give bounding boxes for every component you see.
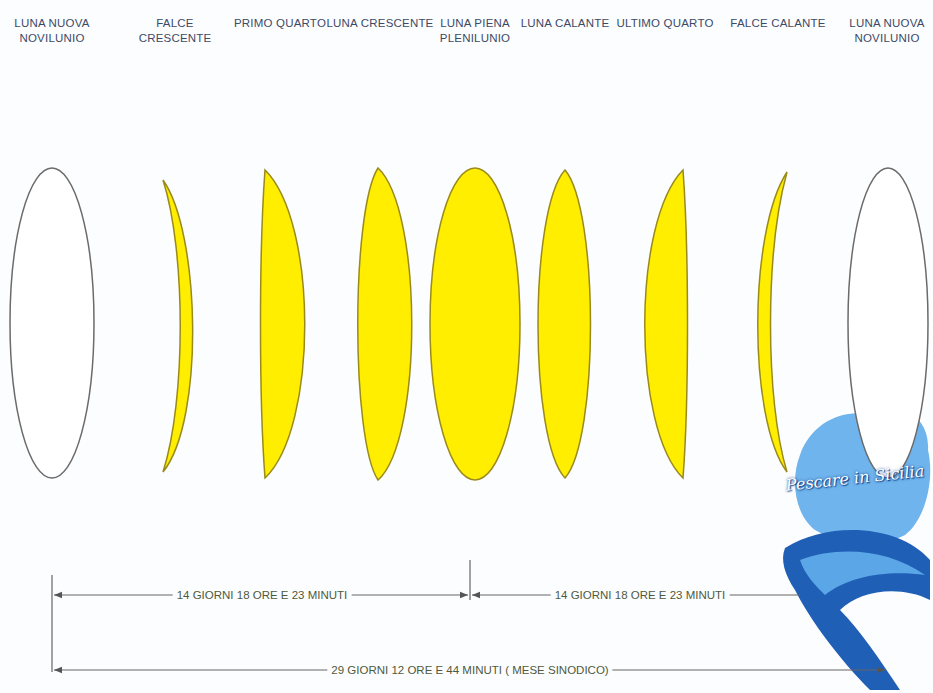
moon-outline	[10, 168, 94, 478]
phase-name: FALCE CALANTE	[726, 16, 830, 31]
moon-outline	[261, 170, 305, 478]
moon-phase: LUNA PIENA PLENILUNIO	[417, 16, 533, 486]
moon-phase: ULTIMO QUARTO	[607, 16, 723, 486]
moon-shape	[0, 16, 110, 486]
moon-shape	[830, 16, 933, 486]
watermark-swoosh	[783, 530, 930, 690]
moon-shape	[117, 16, 233, 486]
moon-phase: FALCE CALANTE	[720, 16, 836, 486]
phase-name: LUNA CALANTE	[515, 16, 615, 31]
moon-phase: LUNA CRESCENTE	[322, 16, 438, 486]
moon-phase: LUNA CALANTE	[507, 16, 623, 486]
moon-shape	[607, 16, 723, 486]
moon-phase: LUNA NUOVA NOVILUNIO	[830, 16, 933, 486]
moon-shape	[322, 16, 438, 486]
moon-outline	[430, 168, 520, 480]
duration-label: 29 GIORNI 12 ORE E 44 MINUTI ( MESE SINO…	[327, 663, 612, 677]
phase-name: LUNA NUOVA NOVILUNIO	[845, 16, 929, 46]
phase-name: FALCE CRESCENTE	[119, 16, 231, 46]
dimension-tick	[469, 560, 470, 600]
phase-name: LUNA PIENA PLENILUNIO	[433, 16, 517, 46]
moon-outline	[848, 168, 928, 478]
moon-outline	[538, 170, 591, 478]
watermark-swoosh-light	[800, 552, 925, 595]
moon-outline	[758, 172, 787, 472]
moon-outline	[645, 170, 688, 478]
phase-name: ULTIMO QUARTO	[613, 16, 717, 31]
moon-shape	[417, 16, 533, 486]
phase-name: LUNA CRESCENTE	[326, 16, 434, 31]
phase-name: LUNA NUOVA NOVILUNIO	[10, 16, 94, 46]
moon-shape	[222, 16, 338, 486]
moon-outline	[358, 168, 412, 480]
moon-phase: PRIMO QUARTO	[222, 16, 338, 486]
phase-name: PRIMO QUARTO	[228, 16, 332, 31]
duration-label: 14 GIORNI 18 ORE E 23 MINUTI	[173, 588, 352, 602]
moon-phase: LUNA NUOVA NOVILUNIO	[0, 16, 110, 486]
moon-outline	[163, 180, 193, 472]
moon-shape	[720, 16, 836, 486]
moon-shape	[507, 16, 623, 486]
moon-phase: FALCE CRESCENTE	[117, 16, 233, 486]
duration-label: 14 GIORNI 18 ORE E 23 MINUTI	[551, 588, 730, 602]
dimension-tick	[51, 575, 52, 672]
